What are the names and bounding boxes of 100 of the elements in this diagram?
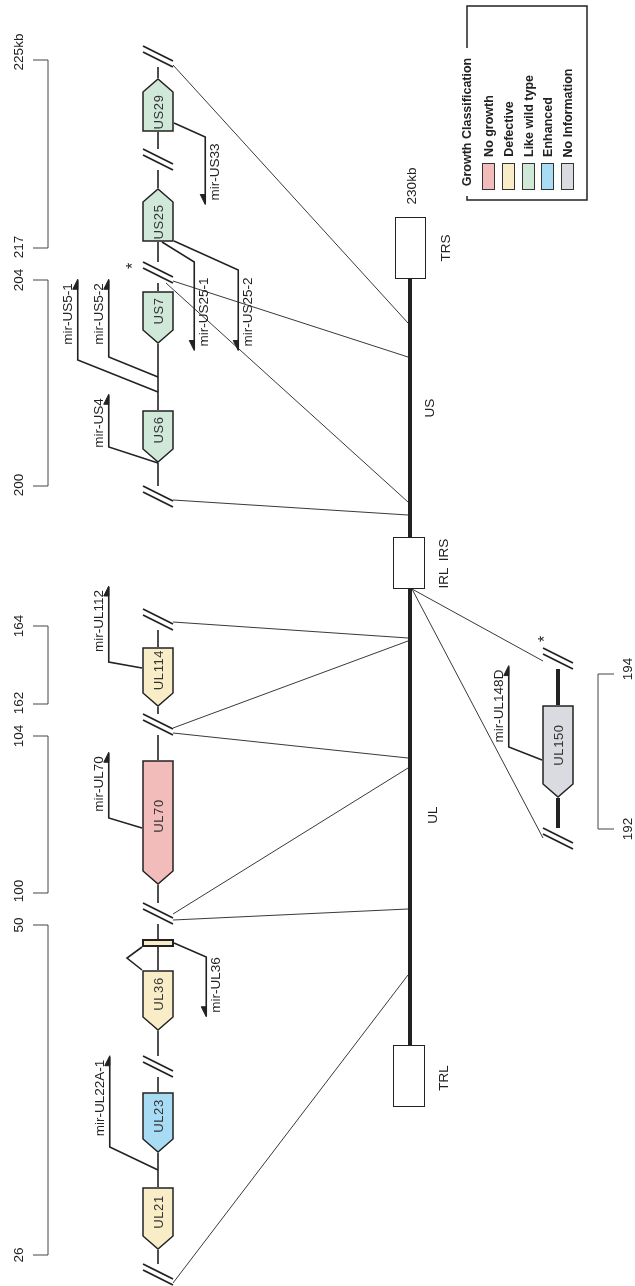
break-mark bbox=[143, 903, 173, 924]
mirna-label: mir-US25-1 bbox=[197, 277, 211, 347]
zoom-line bbox=[172, 499, 409, 516]
break-mark bbox=[143, 262, 173, 283]
break-mark bbox=[543, 648, 573, 669]
genome-line bbox=[408, 279, 412, 537]
legend-label: Like wild type bbox=[522, 75, 536, 157]
mirna-label: mir-US4 bbox=[92, 398, 106, 448]
zoom-line bbox=[411, 588, 544, 662]
backbone-line bbox=[556, 798, 560, 828]
backbone-line bbox=[157, 734, 159, 761]
gene-label: UL36 bbox=[151, 976, 165, 1011]
region-label: IRS bbox=[437, 538, 451, 562]
gene-label: UL21 bbox=[151, 1194, 165, 1229]
legend-title: Growth Classification bbox=[460, 57, 474, 187]
scale-label: 50 bbox=[12, 917, 26, 933]
zoom-line bbox=[411, 588, 544, 839]
mirna-arrow bbox=[103, 751, 143, 829]
mirna-arrow bbox=[103, 278, 159, 378]
gene-block bbox=[142, 1187, 174, 1250]
gene-block bbox=[142, 647, 174, 707]
gene-label: US25 bbox=[151, 204, 165, 240]
gene-block bbox=[142, 78, 174, 132]
backbone-line bbox=[157, 884, 159, 904]
backbone-line bbox=[157, 241, 159, 263]
gene-label: US29 bbox=[151, 94, 165, 130]
zoom-line bbox=[172, 621, 409, 639]
break-mark bbox=[143, 149, 173, 170]
exon-bar bbox=[142, 939, 174, 947]
backbone-line bbox=[157, 706, 159, 715]
mirna-arrow bbox=[173, 240, 240, 351]
mirna-label: mir-UL112 bbox=[92, 590, 106, 652]
break-mark bbox=[143, 486, 173, 507]
backbone-line bbox=[157, 343, 159, 411]
legend-label: Defective bbox=[502, 101, 516, 157]
edge-label: UL bbox=[426, 806, 440, 824]
mirna-label: mir-US5-2 bbox=[92, 283, 106, 345]
mirna-label: mir-UL148D bbox=[492, 669, 506, 743]
scale-label: 100 bbox=[12, 879, 26, 903]
edge-label: US bbox=[423, 398, 437, 418]
mirna-label: mir-US25-2 bbox=[241, 277, 255, 347]
scale-label: 200 bbox=[12, 473, 26, 497]
mirna-label: mir-UL22A-1 bbox=[93, 1059, 107, 1137]
mirna-label: mir-UL70 bbox=[92, 756, 106, 812]
backbone-line bbox=[125, 946, 143, 971]
scale-label: 204 bbox=[12, 268, 26, 292]
break-mark bbox=[143, 714, 173, 735]
backbone-line bbox=[157, 169, 159, 189]
zoom-line bbox=[172, 974, 409, 1284]
scale-label: 164 bbox=[12, 614, 26, 638]
genome-line bbox=[408, 589, 412, 1045]
break-mark bbox=[143, 46, 173, 67]
gene-block bbox=[142, 970, 174, 1031]
scale-label: 217 bbox=[12, 235, 26, 259]
scale-label: 230kb bbox=[405, 167, 419, 205]
mirna-label: mir-US33 bbox=[208, 143, 222, 201]
backbone-line bbox=[157, 1030, 159, 1057]
scale-label: 104 bbox=[12, 724, 26, 748]
scale-label: 225kb bbox=[12, 33, 26, 71]
backbone-line bbox=[157, 462, 159, 487]
mirna-arrow bbox=[161, 241, 196, 351]
backbone-line bbox=[157, 923, 159, 940]
gene-label: US6 bbox=[151, 415, 165, 444]
backbone-line bbox=[157, 1152, 159, 1188]
gene-block bbox=[142, 760, 174, 885]
mirna-arrow bbox=[72, 278, 159, 393]
backbone-line bbox=[157, 66, 159, 79]
region-label: TRS bbox=[439, 234, 453, 262]
zoom-line bbox=[172, 280, 409, 358]
scale-label: 26 bbox=[12, 1247, 26, 1263]
zoom-line bbox=[172, 64, 409, 324]
legend-label: Enhanced bbox=[541, 97, 555, 157]
legend-label: No growth bbox=[482, 95, 496, 157]
mirna-arrow bbox=[104, 1055, 159, 1171]
scale-label: 162 bbox=[12, 691, 26, 715]
zoom-line bbox=[172, 732, 409, 759]
zoom-line bbox=[172, 767, 409, 915]
break-mark bbox=[143, 1264, 173, 1285]
break-mark bbox=[143, 1056, 173, 1077]
gene-label: UL114 bbox=[151, 649, 165, 691]
backbone-line bbox=[556, 669, 560, 705]
backbone-line bbox=[157, 131, 159, 150]
zoom-line bbox=[165, 282, 409, 503]
zoom-line bbox=[172, 640, 409, 729]
zoom-line bbox=[172, 908, 409, 921]
mirna-arrow bbox=[103, 393, 159, 464]
gene-label: UL70 bbox=[151, 798, 165, 833]
gene-block bbox=[142, 188, 174, 242]
asterisk-note: * bbox=[537, 635, 553, 643]
scale-label: 194 bbox=[621, 657, 635, 681]
region-label: TRL bbox=[437, 1065, 451, 1091]
mirna-arrow bbox=[503, 665, 543, 761]
mirna-label: mir-UL36 bbox=[209, 957, 223, 1013]
break-mark bbox=[143, 609, 173, 630]
gene-label: UL150 bbox=[551, 723, 565, 766]
region-label: IRL bbox=[437, 567, 451, 589]
gene-block bbox=[142, 291, 174, 344]
legend-label: No Information bbox=[561, 68, 575, 157]
gene-block bbox=[142, 1092, 174, 1153]
backbone-line bbox=[157, 282, 159, 292]
